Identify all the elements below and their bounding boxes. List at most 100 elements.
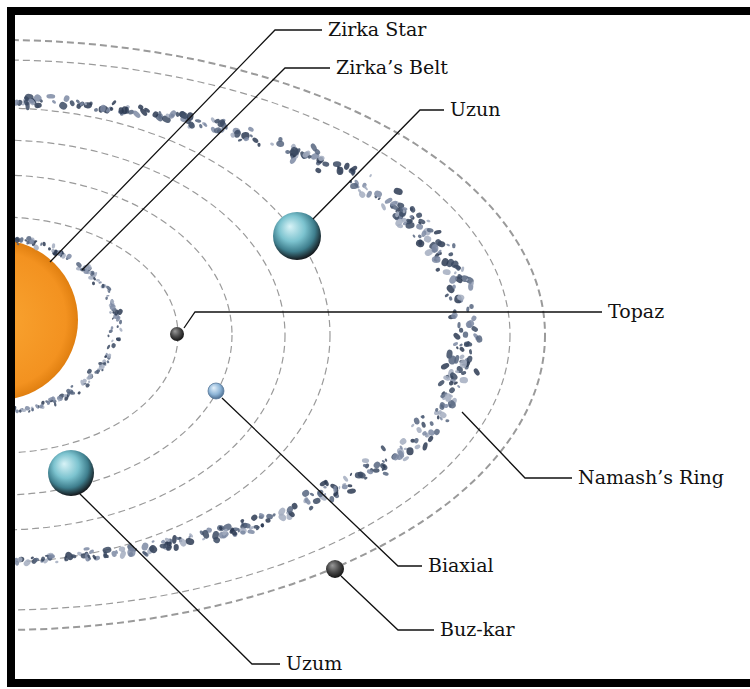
rock bbox=[178, 110, 189, 120]
callout-label: Buz-kar bbox=[438, 619, 517, 641]
rock bbox=[285, 150, 290, 155]
rock bbox=[399, 445, 403, 450]
rock bbox=[443, 269, 451, 275]
rock bbox=[25, 102, 29, 111]
rock bbox=[318, 155, 325, 161]
asteroid-ring bbox=[15, 93, 483, 569]
rock bbox=[16, 243, 19, 246]
rock bbox=[104, 355, 108, 359]
rock bbox=[148, 544, 159, 555]
rock bbox=[336, 167, 343, 175]
rock bbox=[115, 337, 121, 342]
rock bbox=[178, 537, 188, 548]
rock bbox=[111, 339, 114, 343]
rock bbox=[372, 460, 381, 469]
planet bbox=[326, 560, 344, 578]
rock bbox=[261, 523, 265, 527]
rock bbox=[452, 332, 461, 341]
rock bbox=[243, 137, 249, 142]
rock bbox=[426, 227, 434, 233]
rock bbox=[448, 296, 453, 301]
rock bbox=[39, 403, 45, 409]
rock bbox=[165, 543, 173, 551]
callout-label: Biaxial bbox=[426, 555, 496, 577]
rock bbox=[433, 229, 442, 235]
rock bbox=[421, 230, 427, 238]
rock bbox=[470, 315, 477, 322]
rock bbox=[406, 447, 413, 455]
rock bbox=[22, 558, 31, 567]
rock bbox=[51, 99, 56, 104]
rock bbox=[457, 294, 466, 302]
rock bbox=[364, 185, 367, 189]
system-group bbox=[15, 40, 545, 630]
rock bbox=[85, 263, 92, 271]
rock bbox=[214, 118, 221, 124]
rock bbox=[448, 274, 458, 285]
rock bbox=[448, 252, 454, 257]
rock bbox=[413, 437, 419, 443]
rock bbox=[465, 278, 469, 282]
rock bbox=[101, 369, 104, 372]
rock bbox=[243, 522, 251, 528]
rock bbox=[414, 444, 421, 451]
rock bbox=[308, 505, 314, 511]
rock bbox=[65, 253, 72, 261]
rock bbox=[457, 322, 461, 329]
callout-label: Uzum bbox=[284, 653, 344, 675]
rock bbox=[314, 167, 322, 175]
rock bbox=[70, 390, 73, 394]
rock bbox=[112, 311, 116, 315]
rock bbox=[453, 264, 462, 271]
rock bbox=[420, 415, 425, 419]
rock bbox=[469, 304, 474, 310]
rock bbox=[382, 464, 387, 469]
rock bbox=[463, 341, 472, 347]
leader-line bbox=[462, 412, 572, 478]
rock bbox=[119, 327, 124, 332]
rock bbox=[434, 238, 443, 247]
rock bbox=[415, 426, 422, 434]
rock bbox=[139, 107, 148, 117]
rock bbox=[102, 284, 105, 288]
rock bbox=[47, 400, 51, 404]
rock bbox=[88, 549, 95, 555]
rock bbox=[323, 486, 327, 489]
rock bbox=[272, 513, 277, 518]
rock bbox=[175, 536, 180, 540]
rock bbox=[435, 267, 441, 272]
rock bbox=[455, 370, 460, 374]
rock bbox=[105, 296, 108, 300]
rock bbox=[158, 111, 162, 117]
rock bbox=[350, 183, 358, 190]
rock bbox=[366, 469, 373, 475]
rock bbox=[69, 100, 76, 107]
rock bbox=[119, 320, 123, 325]
rock bbox=[458, 354, 465, 361]
rock bbox=[380, 203, 386, 211]
orbit-path bbox=[15, 40, 545, 630]
rock bbox=[429, 421, 434, 427]
rock bbox=[349, 165, 358, 173]
rock bbox=[151, 110, 159, 118]
leader-line bbox=[341, 576, 434, 630]
rock bbox=[70, 384, 74, 388]
rock bbox=[445, 419, 449, 422]
rock bbox=[218, 525, 223, 530]
rock bbox=[249, 134, 253, 138]
rock bbox=[382, 471, 389, 476]
rock bbox=[338, 486, 340, 490]
rock bbox=[373, 468, 380, 473]
rock bbox=[421, 430, 427, 436]
rock bbox=[422, 442, 429, 451]
rock bbox=[453, 381, 458, 385]
rock bbox=[201, 529, 210, 540]
rock bbox=[105, 106, 113, 114]
rock bbox=[427, 435, 434, 443]
rock bbox=[240, 531, 245, 535]
rock bbox=[397, 449, 405, 458]
rock bbox=[448, 355, 457, 366]
callout-label: Topaz bbox=[606, 301, 666, 323]
rock bbox=[116, 325, 119, 328]
